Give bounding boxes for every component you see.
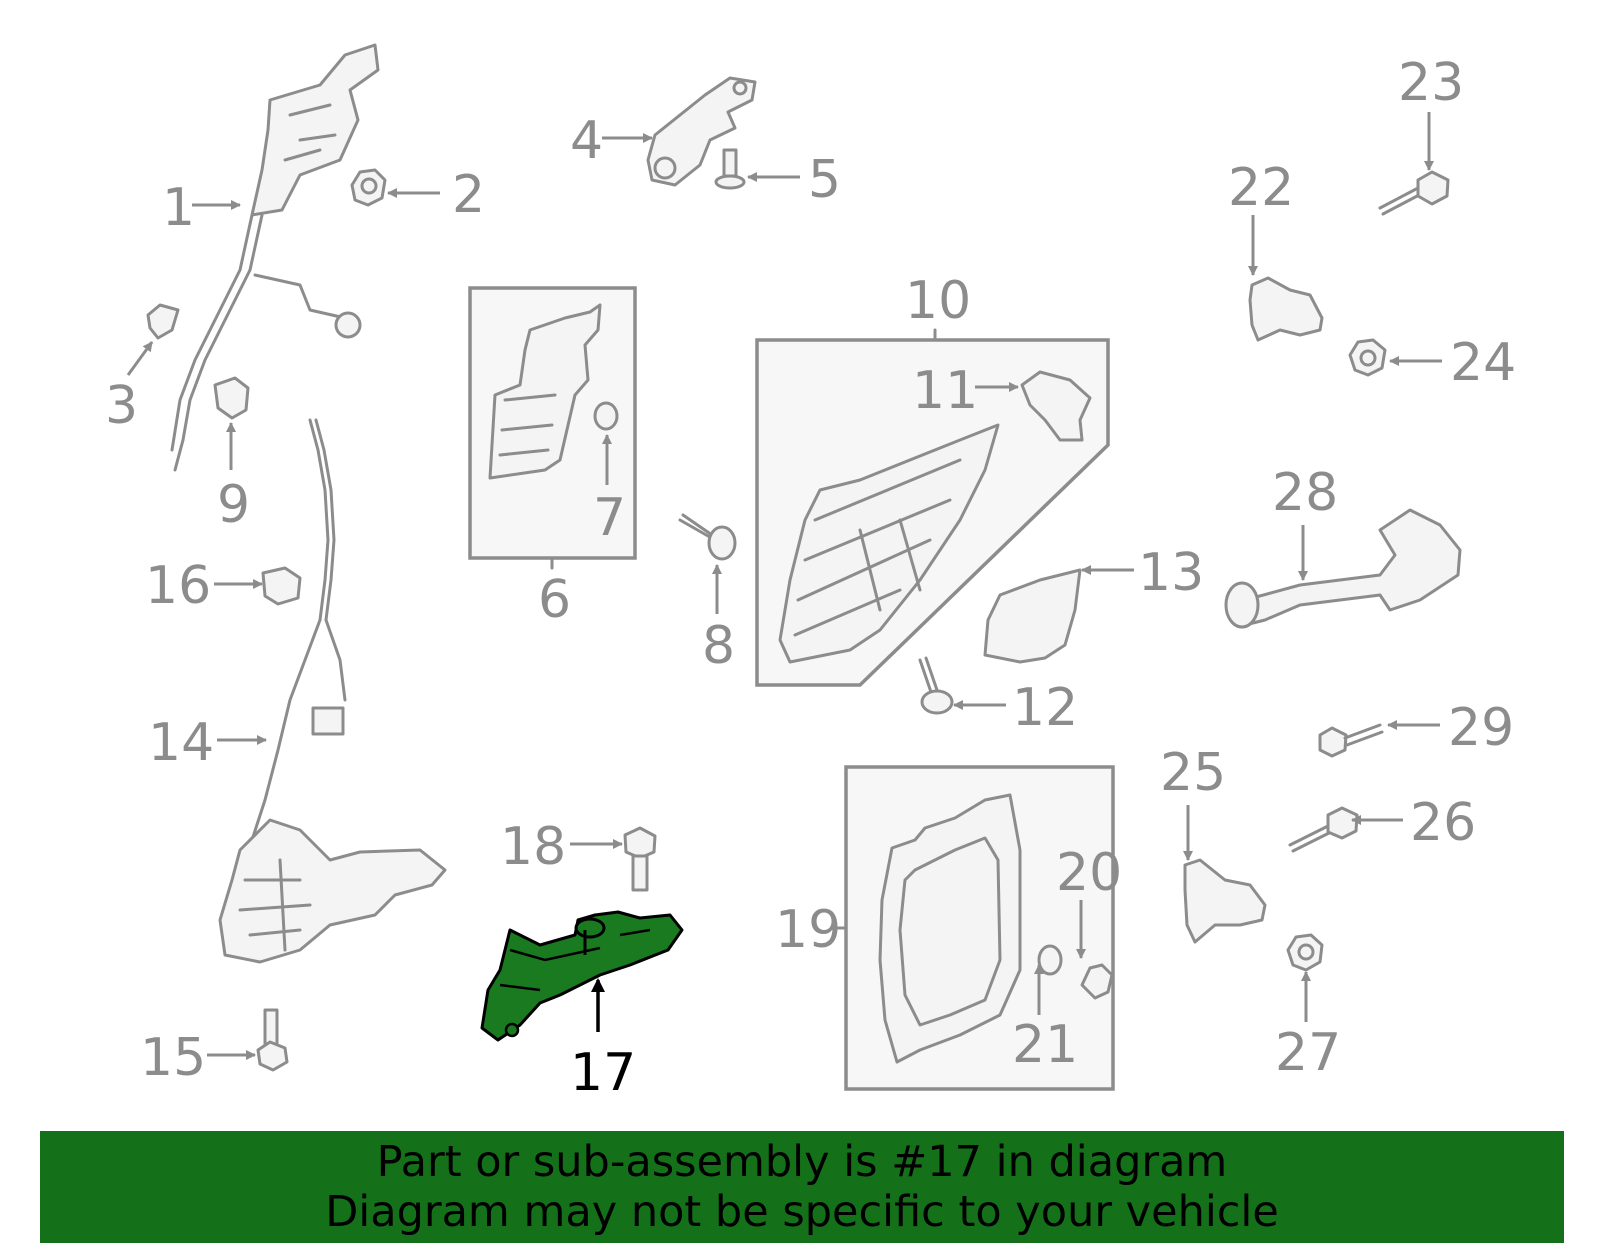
part-22-hinge[interactable]	[1248, 276, 1324, 342]
callout-23: 23	[1398, 53, 1464, 113]
part-14-latch[interactable]	[218, 418, 447, 964]
part-12-screw[interactable]	[918, 656, 954, 715]
callout-5: 5	[808, 150, 841, 210]
callout-18: 18	[500, 817, 566, 877]
callout-17: 17	[570, 1043, 636, 1103]
callout-15: 15	[140, 1028, 206, 1088]
part-27-nut[interactable]	[1286, 933, 1324, 972]
part-8-screw[interactable]	[678, 513, 737, 561]
info-banner: Part or sub-assembly is #17 in diagram D…	[40, 1131, 1564, 1243]
callout-8: 8	[702, 616, 735, 676]
part-2-nut[interactable]	[350, 168, 387, 207]
callout-20: 20	[1056, 843, 1122, 903]
banner-line-part-number: Part or sub-assembly is #17 in diagram	[376, 1137, 1228, 1187]
part-26-bolt[interactable]	[1288, 806, 1359, 853]
part-24-nut[interactable]	[1348, 338, 1387, 377]
part-16-clip[interactable]	[261, 566, 302, 606]
callout-6: 6	[538, 570, 571, 630]
callout-9: 9	[217, 475, 250, 535]
callout-25: 25	[1160, 743, 1226, 803]
callout-2: 2	[452, 165, 485, 225]
part-3-clip[interactable]	[146, 303, 180, 340]
part-15-bolt[interactable]	[256, 1008, 289, 1072]
banner-line-disclaimer: Diagram may not be specific to your vehi…	[325, 1187, 1279, 1237]
part-28-door-check[interactable]	[1224, 508, 1462, 629]
callout-3: 3	[105, 376, 138, 436]
parts-diagram: 1 2 3 4 5 6 7 8 9 10 11 12 13 14 15 16 1…	[105, 43, 1516, 1103]
callout-28: 28	[1272, 463, 1338, 523]
callout-16: 16	[145, 556, 211, 616]
part-29-bolt[interactable]	[1318, 723, 1384, 758]
part-13-cover[interactable]	[983, 568, 1082, 664]
part-4-bracket[interactable]	[646, 76, 757, 187]
part-21-washer[interactable]	[1037, 944, 1063, 976]
callout-27: 27	[1275, 1023, 1341, 1083]
part-18-bolt[interactable]	[623, 826, 657, 892]
part-11-clip[interactable]	[1020, 370, 1092, 442]
callout-22: 22	[1228, 158, 1294, 218]
callout-11: 11	[912, 361, 978, 421]
part-7-grommet[interactable]	[593, 401, 619, 431]
callout-14: 14	[148, 713, 214, 773]
callout-19: 19	[775, 900, 841, 960]
callout-1: 1	[162, 178, 195, 238]
part-5-pin[interactable]	[714, 148, 746, 190]
part-10-handle-housing[interactable]	[778, 423, 1000, 664]
part-1-lock-actuator[interactable]	[170, 43, 380, 472]
callout-4: 4	[570, 111, 603, 171]
callout-26: 26	[1410, 793, 1476, 853]
callout-29: 29	[1448, 698, 1514, 758]
part-17-bracket-highlighted[interactable]	[480, 910, 684, 1042]
callout-10: 10	[905, 271, 971, 331]
callout-24: 24	[1450, 333, 1516, 393]
part-25-hinge[interactable]	[1183, 858, 1267, 944]
part-6-handle-assembly[interactable]	[488, 303, 602, 480]
callout-21: 21	[1012, 1015, 1078, 1075]
part-23-bolt[interactable]	[1378, 170, 1450, 216]
part-9-clip[interactable]	[213, 376, 250, 420]
part-19-frame[interactable]	[878, 793, 1022, 1064]
part-20-clip[interactable]	[1080, 963, 1114, 1000]
callout-13: 13	[1138, 543, 1204, 603]
callout-12: 12	[1012, 678, 1078, 738]
callout-7: 7	[593, 488, 626, 548]
